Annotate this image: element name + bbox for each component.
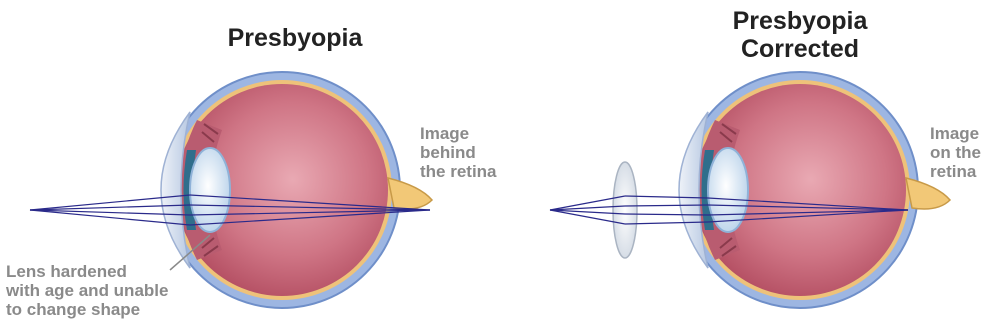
- left-image-label: Image behind the retina: [420, 124, 497, 181]
- convex-lens-icon: [613, 162, 637, 258]
- right-eye-icon: [679, 72, 950, 308]
- right-image-label: Image on the retina: [930, 124, 981, 181]
- right-panel-title-line1: Presbyopia: [700, 8, 900, 35]
- left-panel-title: Presbyopia: [195, 25, 395, 52]
- lens-hardened-label: Lens hardened with age and unable to cha…: [6, 262, 168, 319]
- right-panel-title-line2: Corrected: [700, 36, 900, 63]
- left-eye-icon: [161, 72, 432, 308]
